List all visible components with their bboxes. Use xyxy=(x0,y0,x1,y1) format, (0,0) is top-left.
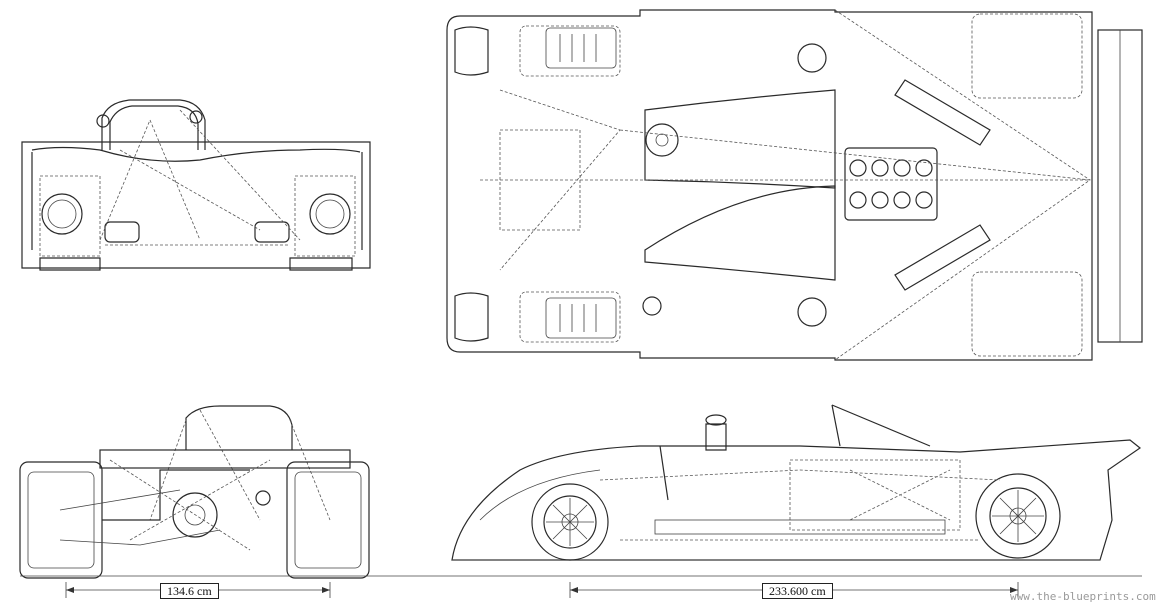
watermark: www.the-blueprints.com xyxy=(1010,590,1156,603)
track-dimension-label: 134.6 cm xyxy=(160,583,219,599)
side-view xyxy=(451,404,1142,561)
wheelbase-dimension-label: 233.600 cm xyxy=(762,583,833,599)
top-view xyxy=(446,9,1143,361)
rear-view xyxy=(19,405,370,579)
front-view xyxy=(21,99,371,271)
